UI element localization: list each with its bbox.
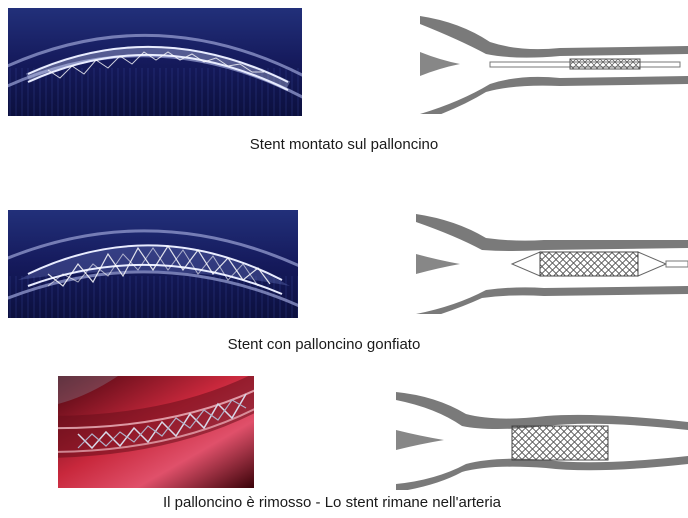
schematic-stent-crimped bbox=[420, 14, 688, 114]
step-2-caption: Stent con palloncino gonfiato bbox=[0, 336, 668, 353]
step-3-caption: Il palloncino è rimosso - Lo stent riman… bbox=[0, 494, 676, 511]
schematic-stent-expanding bbox=[416, 214, 688, 314]
schematic-stent-deployed bbox=[396, 386, 688, 490]
photo-stent-balloon-inflated bbox=[8, 210, 298, 318]
photo-stent-on-balloon bbox=[8, 8, 302, 116]
step-1-caption: Stent montato sul palloncino bbox=[0, 136, 688, 153]
photo-stent-deployed-artery bbox=[58, 376, 254, 488]
